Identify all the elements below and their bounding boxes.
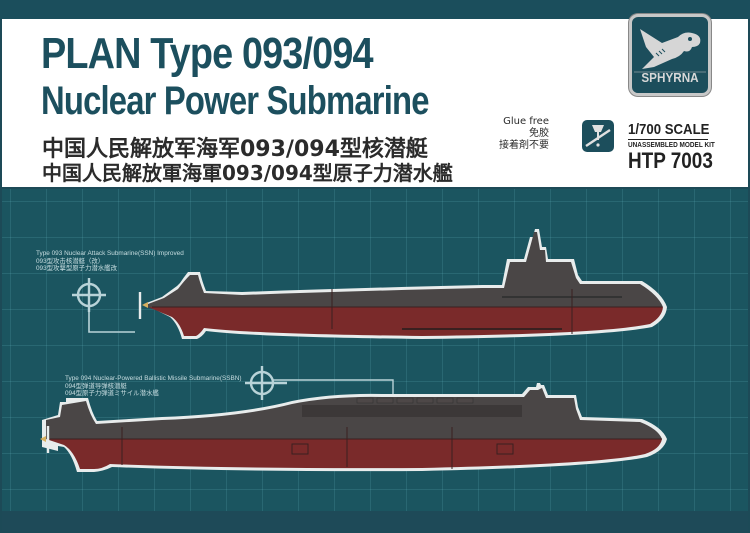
type-094-label-jp: 094型原子力弾道ミサイル潜水艦: [65, 390, 159, 397]
crosshair-icon: [245, 366, 394, 400]
scale-label: 1/700 SCALE: [628, 121, 710, 138]
kit-type-label: UNASSEMBLED MODEL KIT: [628, 142, 715, 149]
type-093-label-en: Type 093 Nuclear Attack Submarine(SSN) I…: [36, 250, 184, 257]
kit-info: 1/700 SCALE UNASSEMBLED MODEL KIT HTP 70…: [628, 121, 715, 173]
sphyrna-logo: SPHYRNA: [629, 14, 711, 96]
glue-free-jp: 接着剤不要: [499, 140, 549, 151]
top-strip: [0, 0, 750, 19]
blueprint-panel: Type 093 Nuclear Attack Submarine(SSN) I…: [2, 189, 748, 511]
type-093-label-jp: 093型攻撃型原子力潜水艦改: [36, 265, 117, 272]
type-093-submarine: [138, 229, 667, 339]
hammerhead-shark-icon: [634, 29, 706, 73]
crosshair-icon: [72, 278, 135, 333]
header-panel: PLAN Type 093/094 Nuclear Power Submarin…: [2, 19, 748, 187]
type-094-label-cn: 094型弹道导弹核潜艇: [65, 382, 127, 390]
brand-name: SPHYRNA: [641, 70, 699, 85]
glue-free-cn: 免胶: [529, 128, 549, 139]
no-glue-icon: [582, 120, 614, 152]
type-094-submarine: [40, 383, 667, 472]
title-line-1: PLAN Type 093/094: [41, 29, 374, 78]
type-094-label-en: Type 094 Nuclear-Powered Ballistic Missi…: [65, 375, 242, 382]
chinese-simplified-title: 中国人民解放军海军093/094型核潜艇: [42, 137, 428, 162]
glue-free-en: Glue free: [503, 116, 549, 127]
submarine-profiles: [40, 229, 667, 472]
type-094-label: Type 094 Nuclear-Powered Ballistic Missi…: [65, 375, 242, 398]
kit-code: HTP 7003: [628, 148, 713, 173]
chinese-traditional-title: 中国人民解放軍海軍093/094型原子力潜水艦: [42, 161, 453, 185]
title-line-2: Nuclear Power Submarine: [41, 79, 429, 123]
bottom-strip: [2, 511, 748, 531]
divider: [628, 139, 708, 140]
type-093-label: Type 093 Nuclear Attack Submarine(SSN) I…: [36, 250, 184, 273]
type-093-label-cn: 093型攻击核潜艇（改）: [36, 257, 105, 265]
glue-free-note: Glue free 免胶 接着剤不要: [499, 116, 549, 152]
